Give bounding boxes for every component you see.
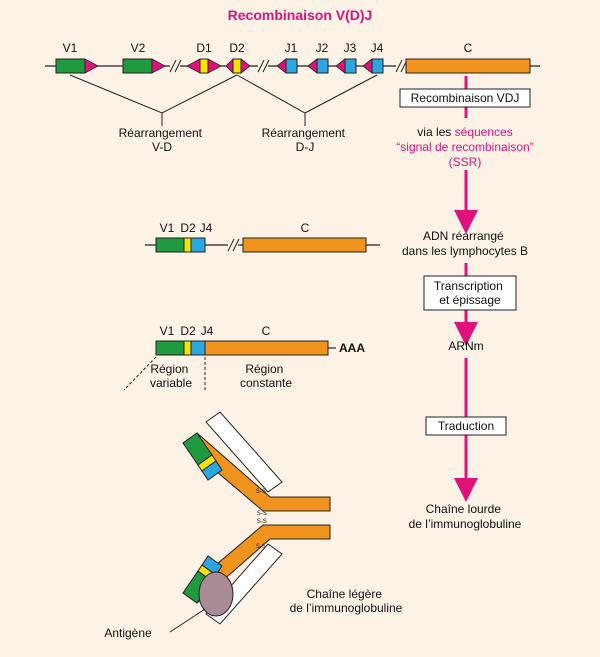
label-c: C xyxy=(464,41,473,55)
label-j2: J2 xyxy=(316,41,329,55)
step-recombinaison: Recombinaison VDJ xyxy=(411,91,520,105)
ssr-triangle xyxy=(84,58,99,74)
label-v1: V1 xyxy=(160,324,175,338)
d1-segment xyxy=(199,58,209,74)
d2-segment xyxy=(183,237,192,253)
j2-segment xyxy=(316,58,329,74)
label-c: C xyxy=(301,221,310,235)
antigene-label: Antigène xyxy=(104,626,152,640)
j4-segment xyxy=(371,58,384,74)
antigen-shape xyxy=(198,571,234,617)
label-v2: V2 xyxy=(131,41,146,55)
d2-segment xyxy=(183,340,192,356)
light-chain-upper xyxy=(205,411,283,493)
step-box-traduction xyxy=(425,416,507,436)
c-segment xyxy=(405,58,531,74)
polya-label: AAA xyxy=(339,341,365,355)
label-v1: V1 xyxy=(160,221,175,235)
v1-segment xyxy=(55,58,86,74)
v2-segment xyxy=(122,58,153,74)
rearrangement-vd-label: Réarrangement V-D xyxy=(119,126,206,154)
j-segment xyxy=(201,460,223,481)
diagram-title: Recombinaison V(D)J xyxy=(228,7,373,23)
svg-text:S-S: S-S xyxy=(256,543,266,550)
v1-segment xyxy=(155,237,185,253)
svg-text:S-S: S-S xyxy=(257,510,267,517)
mrna xyxy=(155,340,336,356)
region-constante-label: Région constante xyxy=(240,362,292,390)
step-box-recombinaison xyxy=(399,88,531,108)
j4-segment xyxy=(190,237,206,253)
label-j1: J1 xyxy=(285,41,298,55)
region-divider xyxy=(123,356,157,391)
via-line-1: via les séquences xyxy=(417,125,512,139)
ssr-triangle xyxy=(225,58,234,74)
region-variable-label: Région variable xyxy=(150,362,192,390)
v1-segment xyxy=(155,340,185,356)
label-d1: D1 xyxy=(196,41,212,55)
label-d2: D2 xyxy=(229,41,245,55)
germline-dna xyxy=(45,58,540,74)
disulfide-bonds: S-S S-S S-S S-S xyxy=(256,488,267,550)
via-line-3: (SSR) xyxy=(449,155,482,169)
antibody: S-S S-S S-S S-S xyxy=(169,411,331,633)
svg-text:S-S: S-S xyxy=(256,488,266,495)
ssr-triangle xyxy=(186,58,201,74)
j1-segment xyxy=(285,58,298,74)
ssr-triangle xyxy=(335,58,346,74)
via-line-2: “signal de recombinaison” xyxy=(396,140,533,154)
label-d2: D2 xyxy=(180,324,196,338)
ssr-triangle xyxy=(307,58,318,74)
antigen-pointer xyxy=(169,608,206,633)
ssr-triangle xyxy=(362,58,373,74)
rearrangement-dj-label: Réarrangement D-J xyxy=(262,126,349,154)
arnm-label: ARNm xyxy=(448,339,483,353)
j4-segment xyxy=(190,340,206,356)
step-traduction: Traduction xyxy=(438,419,494,433)
j-segment xyxy=(201,555,223,576)
step-transcription: Transcription et épissage xyxy=(434,279,506,307)
adn-rearrange-label: ADN réarrangé dans les lymphocytes B xyxy=(402,229,528,258)
label-d2: D2 xyxy=(180,221,196,235)
d2-segment xyxy=(232,58,242,74)
label-c: C xyxy=(262,324,271,338)
via-text-bg xyxy=(405,118,530,170)
chaine-legere-label: Chaîne légère de l’immunoglobuline xyxy=(290,587,403,615)
ssr-triangle xyxy=(207,58,222,74)
step-box-transcription xyxy=(423,275,517,311)
label-j3: J3 xyxy=(344,41,357,55)
label-j4: J4 xyxy=(371,41,384,55)
c-segment xyxy=(242,237,367,253)
ssr-triangle xyxy=(240,58,251,74)
svg-text:S-S: S-S xyxy=(257,518,267,525)
c-segment xyxy=(204,340,329,356)
label-j4: J4 xyxy=(201,324,214,338)
ssr-triangle xyxy=(276,58,287,74)
chaine-lourde-label: Chaîne lourde de l’immunoglobuline xyxy=(409,502,522,531)
label-j4: J4 xyxy=(200,221,213,235)
rearranged-dna xyxy=(145,237,380,253)
label-v1: V1 xyxy=(63,41,78,55)
ssr-triangle xyxy=(151,58,166,74)
j3-segment xyxy=(344,58,357,74)
rearrangement-lines xyxy=(69,74,378,126)
